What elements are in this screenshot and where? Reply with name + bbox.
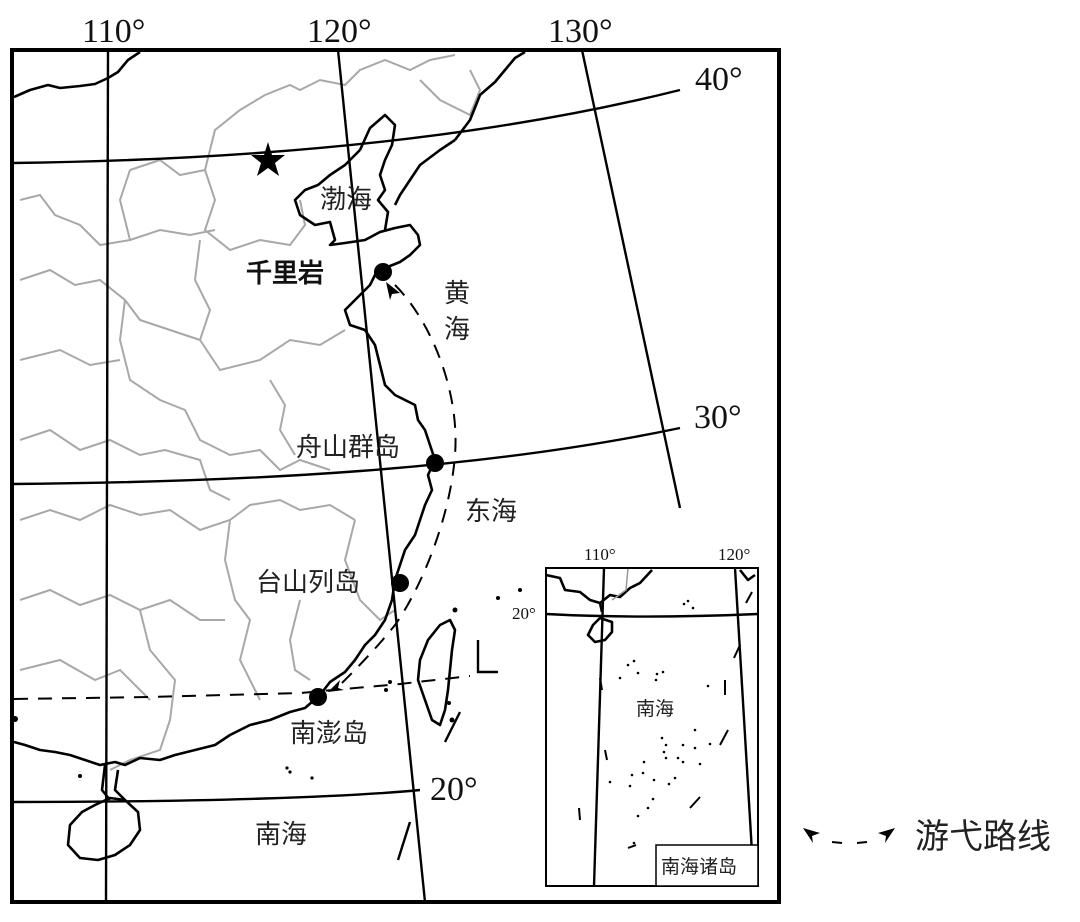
stop-taishan-marker — [391, 574, 409, 592]
lat-label-30: 30° — [694, 399, 742, 436]
dashed-double-arrow-icon — [803, 828, 895, 844]
stop-qianliyan-marker — [374, 263, 392, 281]
lon-label-110: 110° — [82, 13, 145, 50]
lat-label-20: 20° — [430, 771, 478, 808]
inset-lat-label-20: 20° — [512, 604, 536, 623]
stop-zhoushan-marker — [426, 454, 444, 472]
inset-sea-label: 南海 — [636, 698, 674, 720]
sea-label-yellow-1: 黄 — [444, 279, 470, 309]
stop-label-qianliyan: 千里岩 — [246, 259, 324, 289]
map-frame — [10, 48, 781, 904]
inset-map: 110° 120° 20° 南海 南海诸岛 — [512, 545, 759, 887]
lat-label-40: 40° — [695, 61, 743, 98]
route-arrow-head-north — [386, 282, 400, 300]
lon-label-130: 130° — [548, 13, 613, 50]
main-map: 40° 30° 20° 渤海 黄 海 东海 南海 千里岩 舟山群岛 台山列岛 南… — [10, 48, 781, 904]
stop-label-taishan: 台山列岛 — [256, 568, 360, 598]
sea-label-south: 南海 — [255, 820, 307, 850]
stop-label-nanpeng: 南澎岛 — [290, 719, 368, 749]
stop-label-zhoushan: 舟山群岛 — [296, 433, 400, 463]
inset-title-box — [655, 844, 759, 887]
sea-label-bohai: 渤海 — [320, 185, 372, 215]
graticule — [12, 50, 682, 902]
legend: 游弋路线 — [803, 817, 1051, 857]
inset-lon-label-110: 110° — [584, 545, 616, 564]
inset-lon-label-120: 120° — [718, 545, 750, 564]
star-icon — [251, 142, 285, 176]
patrol-route — [334, 284, 457, 691]
lon-label-120: 120° — [307, 13, 372, 50]
inset-island-dots — [608, 599, 712, 845]
route-arrow-head-south — [328, 680, 344, 692]
dashed-boundary — [13, 675, 471, 700]
sea-label-east: 东海 — [465, 497, 517, 527]
inset-title: 南海诸岛 — [661, 856, 737, 878]
inset-frame — [545, 567, 759, 887]
coastline — [13, 50, 526, 862]
island-dots — [12, 588, 522, 780]
sea-label-yellow-2: 海 — [444, 315, 470, 345]
legend-label: 游弋路线 — [915, 817, 1051, 857]
stop-nanpeng-marker — [309, 688, 327, 706]
